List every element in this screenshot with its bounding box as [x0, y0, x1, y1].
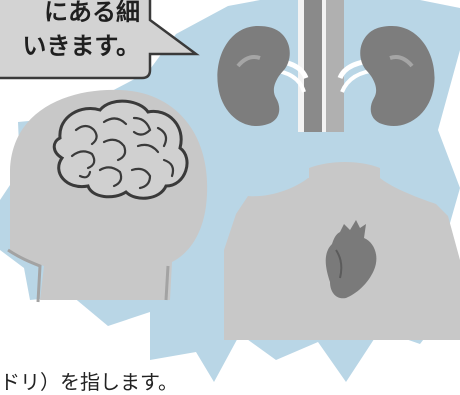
- speech-bubble-line-2: いきます。: [0, 26, 140, 61]
- caption-text: ドリ）を指します。: [0, 366, 200, 395]
- speech-bubble-line-1: にある細: [0, 0, 140, 27]
